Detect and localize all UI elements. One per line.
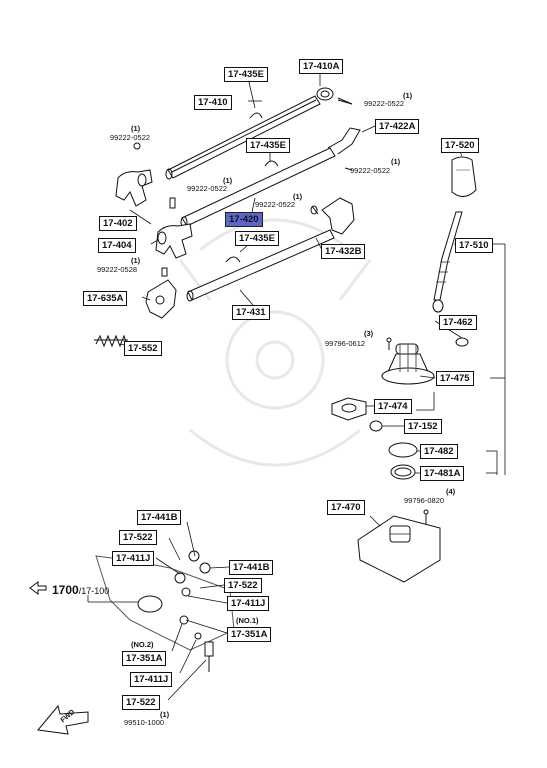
part-number-note[interactable]: 99796-0612	[325, 339, 366, 348]
fwd-arrow-icon	[37, 704, 89, 735]
part-number-note[interactable]: 99510-1000	[124, 718, 165, 727]
part-label-17-522[interactable]: 17-522	[119, 530, 157, 545]
lever-17-510	[432, 211, 463, 313]
quantity-note: (1)	[223, 176, 233, 185]
reference-arrow-icon	[29, 581, 47, 595]
part-label-17-552[interactable]: 17-552	[124, 341, 162, 356]
part-number-note[interactable]: 99222-0522	[110, 133, 151, 142]
section-reference-link[interactable]: 1700/17-100	[52, 581, 109, 599]
position-note: (NO.1)	[236, 616, 259, 625]
part-label-17-441B-2[interactable]: 17-441B	[229, 560, 274, 575]
part-label-17-435E[interactable]: 17-435E	[224, 67, 268, 82]
watermark-emblem	[178, 218, 372, 467]
part-label-17-522-3[interactable]: 17-522	[122, 695, 160, 710]
seat-17-462	[455, 337, 469, 347]
shaft-17-431	[186, 197, 355, 302]
part-label-17-351A[interactable]: 17-351A	[227, 627, 272, 642]
ring-17-481A	[390, 464, 416, 480]
part-label-17-522-2[interactable]: 17-522	[224, 578, 262, 593]
knob-17-520	[451, 156, 477, 197]
part-label-17-474[interactable]: 17-474	[374, 399, 412, 414]
part-number-note[interactable]: 99222-0522	[350, 166, 391, 175]
quantity-note: (1)	[391, 157, 401, 166]
shaft-17-420	[180, 127, 361, 228]
fork-17-404	[155, 197, 193, 277]
fork-17-635A	[145, 279, 177, 319]
part-label-17-422A[interactable]: 17-422A	[375, 119, 420, 134]
boot-17-475	[381, 343, 435, 385]
part-number-note[interactable]: 99222-0528	[97, 265, 138, 274]
part-label-17-351A-2[interactable]: 17-351A	[122, 651, 167, 666]
ring-17-482	[388, 442, 418, 458]
quantity-note: (1)	[403, 91, 413, 100]
part-label-17-510[interactable]: 17-510	[455, 238, 493, 253]
part-label-17-475[interactable]: 17-475	[436, 371, 474, 386]
bushing-17-152	[369, 420, 383, 432]
part-label-17-404[interactable]: 17-404	[98, 238, 136, 253]
part-label-17-410A[interactable]: 17-410A	[299, 59, 344, 74]
reference-sub: /17-100	[78, 586, 110, 596]
part-label-17-420-highlighted[interactable]: 17-420	[225, 212, 263, 227]
part-label-17-482[interactable]: 17-482	[420, 444, 458, 459]
reference-main: 1700	[52, 583, 79, 597]
spring-17-552	[94, 334, 128, 348]
part-label-17-432B[interactable]: 17-432B	[321, 244, 366, 259]
quantity-note: (3)	[364, 329, 374, 338]
quantity-note: (4)	[446, 487, 456, 496]
housing-17-470	[357, 515, 441, 583]
part-label-17-481A[interactable]: 17-481A	[420, 466, 465, 481]
part-label-17-402[interactable]: 17-402	[99, 216, 137, 231]
part-number-note[interactable]: 99222-0522	[364, 99, 405, 108]
part-number-note[interactable]: 99222-0522	[255, 200, 296, 209]
part-label-17-411J-3[interactable]: 17-411J	[130, 672, 173, 687]
part-label-17-431[interactable]: 17-431	[232, 305, 270, 320]
part-label-17-462[interactable]: 17-462	[439, 315, 477, 330]
plate-17-474	[331, 397, 367, 421]
part-label-17-520[interactable]: 17-520	[441, 138, 479, 153]
part-number-note[interactable]: 99222-0522	[187, 184, 228, 193]
part-label-17-410[interactable]: 17-410	[194, 95, 232, 110]
quantity-note: (1)	[131, 256, 141, 265]
transmission-case	[95, 550, 235, 672]
shaft-17-410	[165, 87, 353, 180]
leader-lines	[87, 72, 506, 701]
part-label-17-435E-3[interactable]: 17-435E	[235, 231, 279, 246]
position-note: (NO.2)	[131, 640, 154, 649]
part-number-note[interactable]: 99796-0820	[404, 496, 445, 505]
bolts	[311, 99, 429, 526]
part-label-17-152[interactable]: 17-152	[404, 419, 442, 434]
part-label-17-411J-2[interactable]: 17-411J	[227, 596, 270, 611]
part-label-17-635A[interactable]: 17-635A	[83, 291, 128, 306]
part-label-17-411J[interactable]: 17-411J	[112, 551, 155, 566]
quantity-note: (1)	[160, 710, 170, 719]
part-label-17-435E-2[interactable]: 17-435E	[246, 138, 290, 153]
quantity-note: (1)	[293, 192, 303, 201]
quantity-note: (1)	[131, 124, 141, 133]
part-label-17-470[interactable]: 17-470	[327, 500, 365, 515]
fork-17-402	[115, 142, 153, 207]
part-label-17-441B[interactable]: 17-441B	[137, 510, 182, 525]
